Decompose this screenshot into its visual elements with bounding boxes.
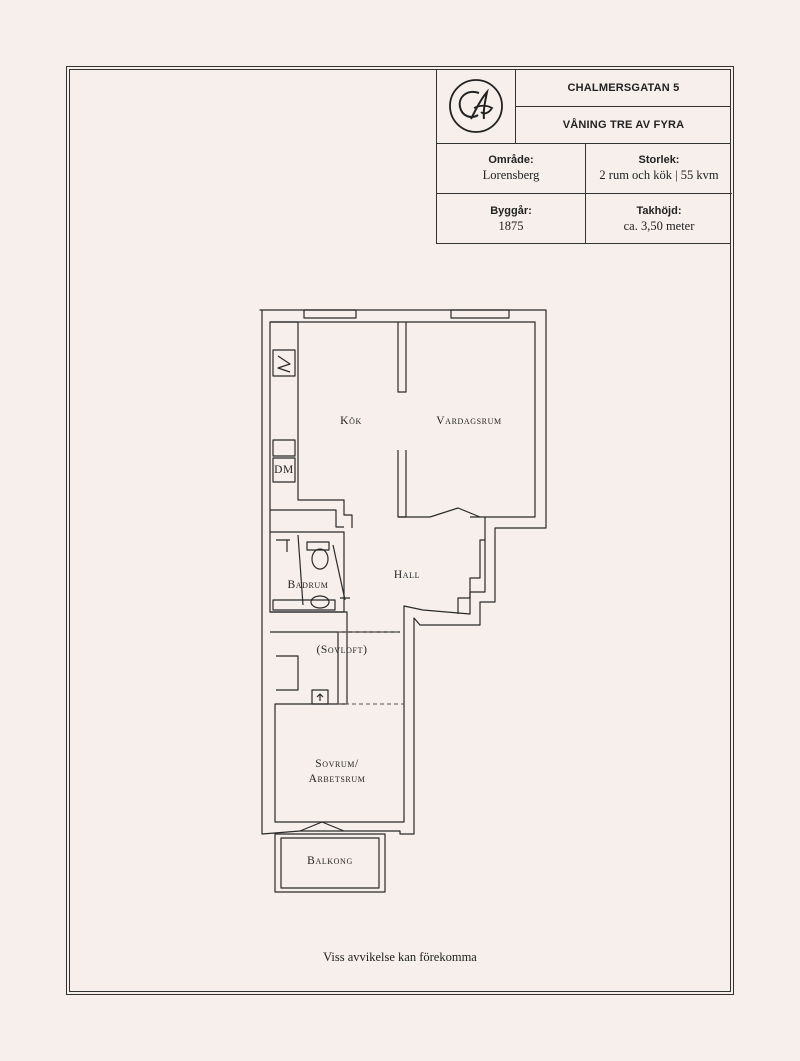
title-block: CHALMERSGATAN 5 VÅNING TRE AV FYRA Områd… bbox=[436, 69, 732, 244]
inner-wall-face bbox=[269, 321, 536, 823]
outer-wall bbox=[259, 309, 547, 835]
outer-frame bbox=[66, 66, 734, 995]
logo-cell bbox=[437, 69, 516, 144]
room-hall: Hall bbox=[393, 569, 421, 581]
wall-kok-vardagsrum bbox=[397, 322, 407, 393]
ceiling-value: ca. 3,50 meter bbox=[623, 218, 695, 233]
room-badrum: Badrum bbox=[287, 579, 329, 591]
size-cell: Storlek: 2 rum och kök | 55 kvm bbox=[586, 144, 732, 194]
inner-frame bbox=[69, 69, 731, 992]
loft-rail bbox=[276, 655, 299, 691]
wall-kok-vardagsrum-lower bbox=[397, 450, 407, 518]
size-label: Storlek: bbox=[638, 154, 680, 166]
balcony-inner bbox=[280, 837, 380, 889]
balcony bbox=[274, 833, 386, 893]
room-sovloft: (Sovloft) bbox=[316, 644, 368, 656]
area-value: Lorensberg bbox=[482, 168, 540, 182]
toilet-bowl bbox=[311, 548, 329, 570]
bedroom-door bbox=[299, 821, 345, 832]
bath-door bbox=[332, 544, 350, 601]
toilet-tank bbox=[306, 541, 330, 551]
ceiling-label: Takhöjd: bbox=[636, 204, 682, 217]
counter bbox=[272, 439, 296, 457]
room-kok: Kök bbox=[340, 415, 362, 427]
room-vardagsrum: Vardagsrum bbox=[436, 415, 502, 427]
year-label: Byggår: bbox=[490, 204, 532, 217]
room-balkong: Balkong bbox=[307, 855, 353, 867]
ceiling-cell: Takhöjd: ca. 3,50 meter bbox=[586, 194, 732, 244]
disclaimer: Viss avvikelse kan förekomma bbox=[323, 950, 477, 964]
area-label: Område: bbox=[488, 154, 534, 166]
dm-cabinet bbox=[272, 457, 296, 483]
size-value: 2 rum och kök | 55 kvm bbox=[599, 168, 719, 182]
year-cell: Byggår: 1875 bbox=[437, 194, 586, 244]
shower-line bbox=[297, 534, 304, 606]
stove bbox=[272, 349, 296, 377]
year-value: 1875 bbox=[498, 218, 524, 233]
ladder-arrow bbox=[316, 693, 324, 701]
window-kok bbox=[303, 309, 357, 319]
room-sovrum-line2: Arbetsrum bbox=[308, 773, 366, 785]
floor-row: VÅNING TRE AV FYRA bbox=[516, 107, 731, 144]
window-vardagsrum bbox=[450, 309, 510, 319]
kitchen-wall-left bbox=[270, 321, 353, 528]
bath-walls bbox=[270, 531, 345, 613]
loft-ladder bbox=[311, 689, 329, 705]
step-wall bbox=[457, 539, 485, 614]
sink-counter bbox=[272, 599, 336, 611]
ca-monogram-icon bbox=[449, 79, 503, 133]
bath-wall-top bbox=[276, 539, 290, 552]
room-dm: DM bbox=[274, 464, 294, 476]
room-sovrum-line1: Sovrum/ bbox=[315, 758, 359, 770]
area-cell: Område: Lorensberg bbox=[437, 144, 586, 194]
sink bbox=[310, 595, 330, 609]
stove-symbol bbox=[277, 355, 291, 373]
address-row: CHALMERSGATAN 5 bbox=[516, 69, 731, 107]
living-door bbox=[429, 507, 481, 518]
kitchen-lower-wall bbox=[270, 509, 344, 528]
